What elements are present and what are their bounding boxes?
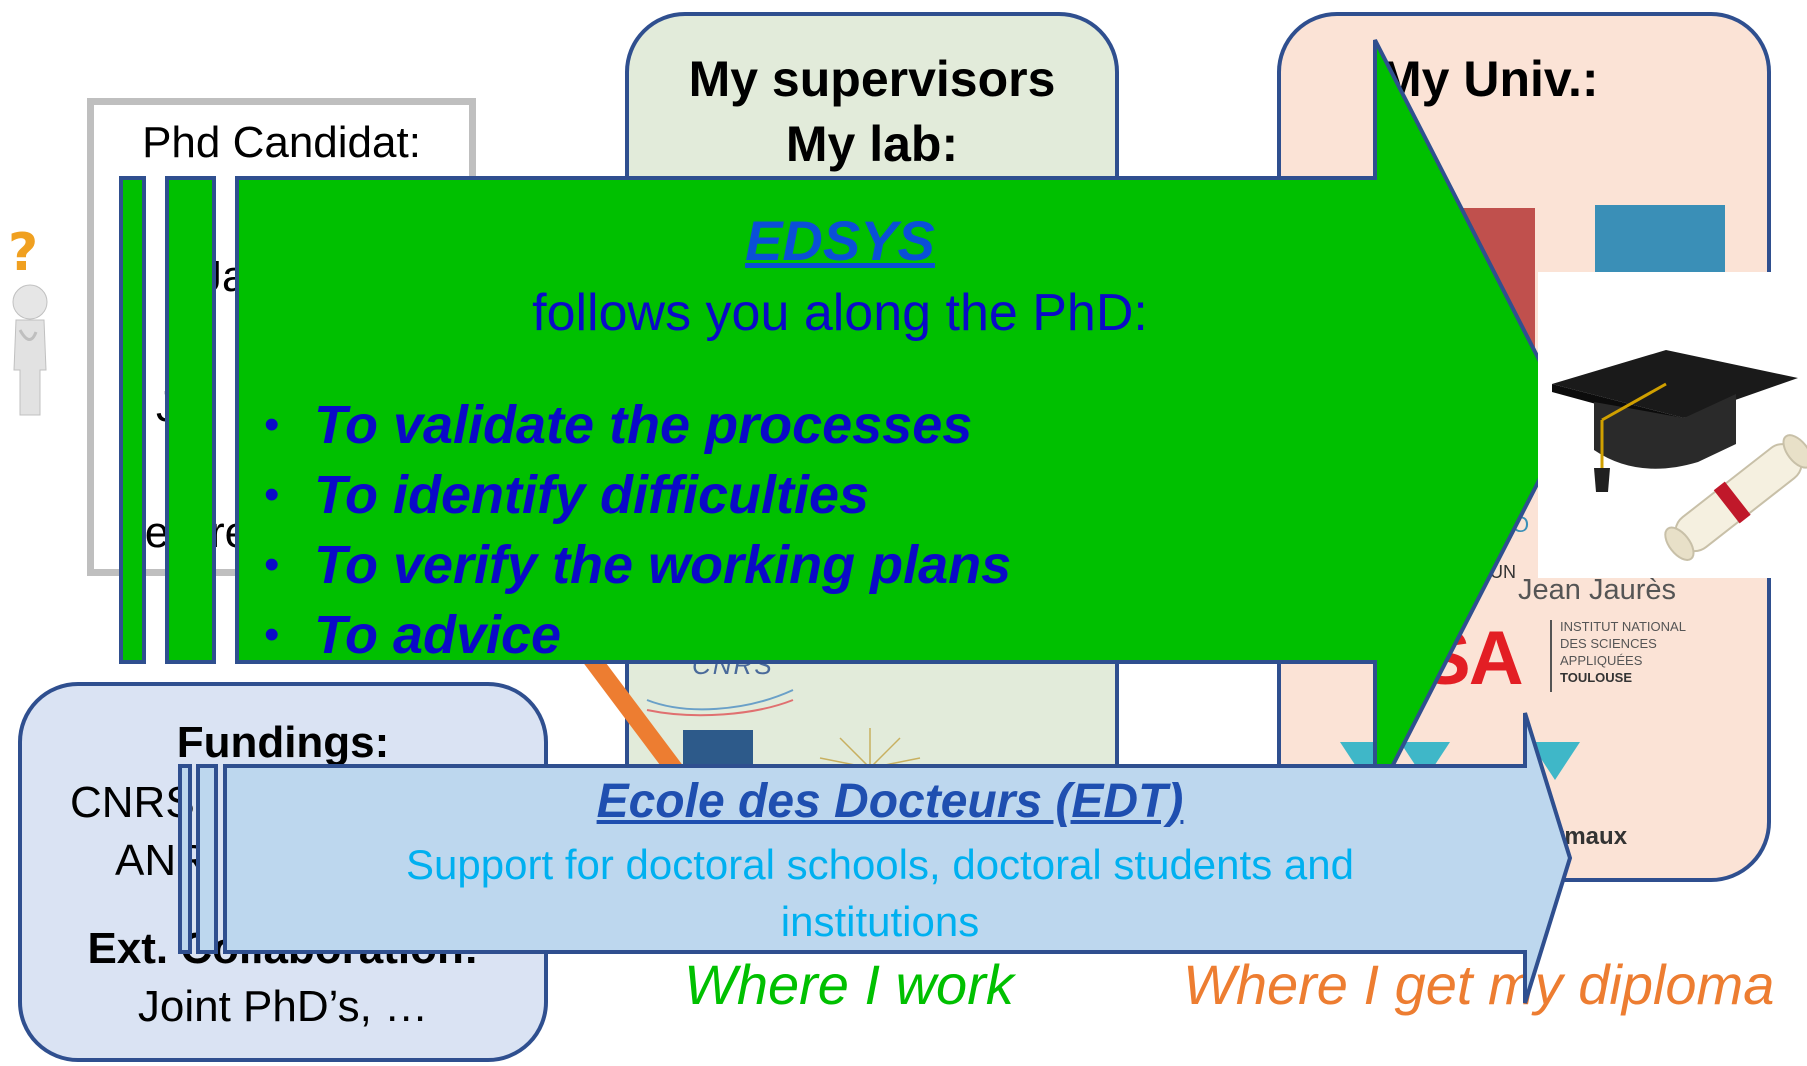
univ-logo-insa-line3: APPLIQUÉES xyxy=(1560,653,1643,668)
edsys-bullet-1: To validate the processes xyxy=(250,390,1350,460)
insa-divider xyxy=(1550,620,1552,692)
edsys-bullet-2: To identify difficulties xyxy=(250,460,1350,530)
fundings-line2: ANR xyxy=(115,836,208,885)
fundings-ext-line: Joint PhD’s, … xyxy=(137,982,429,1031)
univ-logo-enac xyxy=(1595,205,1725,275)
univ-logo-insa-line2: DES SCIENCES xyxy=(1560,636,1657,651)
orange-connector-line xyxy=(577,644,683,776)
edt-name: Ecole des Docteurs (EDT) xyxy=(596,775,1184,828)
univ-logo-jean-jaures: Jean Jaurès xyxy=(1518,574,1676,606)
graduation-cap-diploma-icon xyxy=(1538,272,1807,578)
univ-caption: Where I get my diploma xyxy=(1183,953,1775,1016)
lab-logo-blue-block xyxy=(683,730,753,765)
univ-logo-insa-line1: INSTITUT NATIONAL xyxy=(1560,619,1686,634)
lab-title-line1: My supervisors xyxy=(688,51,1056,107)
lab-title-line2: My lab: xyxy=(785,116,959,172)
edt-description: Support for doctoral schools, doctoral s… xyxy=(406,841,1354,945)
svg-text:?: ? xyxy=(8,223,38,283)
fundings-line1: CNRS xyxy=(70,778,195,827)
univ-title: My Univ.: xyxy=(1380,51,1599,107)
edsys-subtitle: follows you along the PhD: xyxy=(532,284,1148,342)
edsys-name: EDSYS xyxy=(745,209,935,272)
edsys-bullet-3: To verify the working plans xyxy=(250,530,1350,600)
candidate-title: Phd Candidat: xyxy=(142,118,421,167)
lab-caption: Where I work xyxy=(684,953,1014,1016)
univ-logo-insa-line4: TOULOUSE xyxy=(1560,670,1632,685)
lab-logo-swoosh xyxy=(646,689,794,717)
question-person-icon: ? xyxy=(8,223,48,416)
edsys-bullet-4: To advice xyxy=(250,600,1350,670)
fundings-title: Fundings: xyxy=(176,718,390,767)
edsys-bullet-list: To validate the processes To identify di… xyxy=(250,390,1350,670)
